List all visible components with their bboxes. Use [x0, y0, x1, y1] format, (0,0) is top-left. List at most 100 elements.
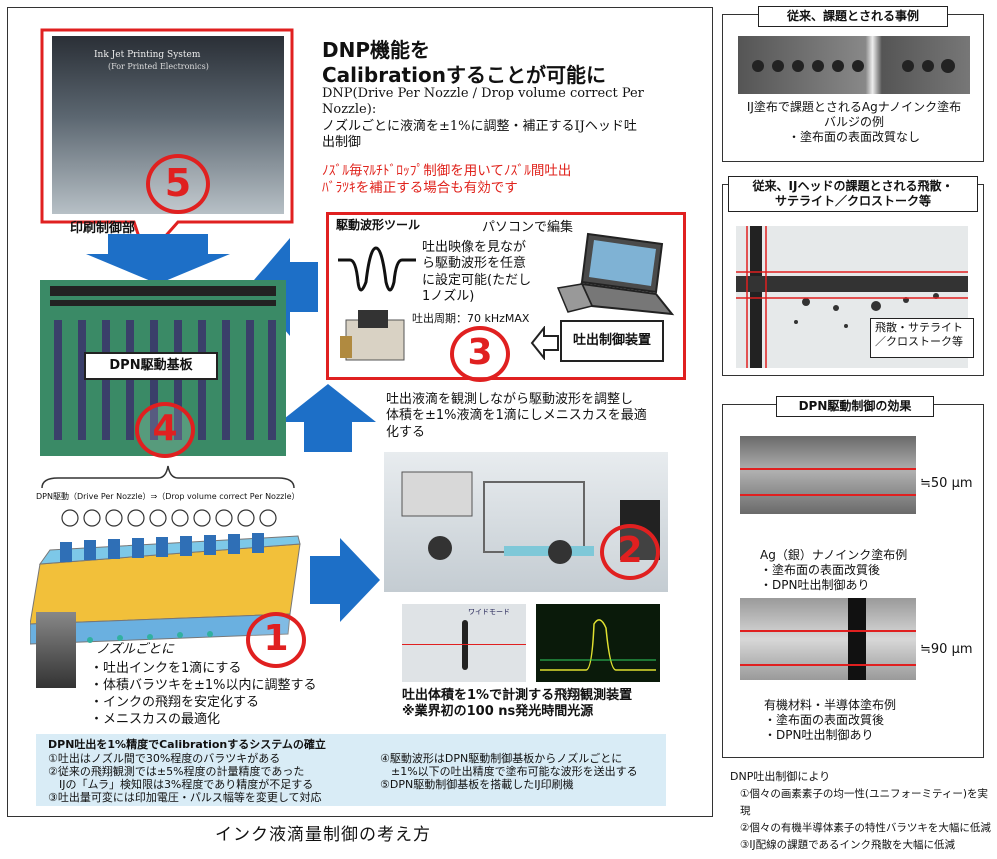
step2-badge: 2: [600, 524, 660, 580]
figure-caption: インク液滴量制御の考え方: [215, 825, 431, 845]
system-box-right: ④駆動波形はDPN駆動制御基板からノズルごとに ±1%以下の吐出精度で塗布可能な…: [380, 752, 638, 791]
nozzle-intro: ノズルごとに: [96, 642, 175, 657]
ejection-frequency: 吐出周期：70 kHzMAX: [412, 312, 530, 325]
right1-caption: IJ塗布で課題とされるAgナノインク塗布 バルジの例 ・塗布面の表面改質なし: [740, 100, 968, 145]
waveform-desc: 吐出映像を見なが ら駆動波形を任意 に設定可能(ただし 1ノズル): [422, 240, 531, 305]
system-right-item: ±1%以下の吐出精度で塗布可能な波形を送出する: [380, 765, 638, 778]
waveform-desc-3: に設定可能(ただし: [422, 272, 532, 288]
right2-heading-1: 従来、IJヘッドの課題とされる飛散・: [752, 179, 954, 193]
arrow-down-to-board: [86, 234, 230, 284]
satellite-label-1: 飛散・サテライト: [875, 321, 963, 334]
droplet-photo: [36, 612, 76, 688]
observation-line-1: 吐出液滴を観測しながら駆動波形を調整し: [386, 392, 634, 407]
right1-caption-3: ・塗布面の表面改質なし: [787, 130, 920, 144]
right3-cap1-3: ・DPN吐出制御あり: [760, 578, 870, 592]
driver-board-photo: [340, 310, 405, 361]
right3-cap1-2: ・塗布面の表面改質後: [760, 563, 881, 577]
waveform-desc-4: 1ノズル): [422, 288, 475, 304]
right3-cap1-1: Ag（銀）ナノインク塗布例: [760, 548, 908, 562]
dpn-drive-label: DPN駆動（Drive Per Nozzle）⇒（Drop volume cor…: [36, 492, 300, 501]
printhead-diagram: [30, 509, 301, 645]
measurement-caption-1: 吐出体積を1%で計測する飛翔観測装置: [402, 688, 633, 703]
bulge-photo: [738, 36, 970, 94]
dnp-desc-line-1: ノズルごとに液滴を±1%に調整・補正するIJヘッド吐: [322, 118, 637, 134]
step3-waveform-box: [326, 212, 686, 380]
observation-line-2: 体積を±1%液滴を1滴にしメニスカスを最適: [386, 408, 647, 424]
ejection-controller-box: 吐出制御装置: [560, 320, 664, 362]
arrow-left-outline-icon: [530, 326, 559, 360]
pc-edit-label: パソコンで編集: [482, 220, 574, 235]
red-note-line-1: ﾉｽﾞﾙ毎ﾏﾙﾁﾄﾞﾛｯﾌﾟ制御を用いてﾉｽﾞﾙ間吐出: [322, 163, 572, 179]
ag-line-bottom: [740, 494, 916, 496]
nozzle-item: ・インクの飛翔を安定化する: [90, 695, 260, 710]
satellite-label-2: ／クロストーク等: [875, 335, 963, 349]
right1-caption-2: バルジの例: [823, 115, 884, 129]
ag-ink-line-photo: [740, 436, 916, 514]
red-note: ﾉｽﾞﾙ毎ﾏﾙﾁﾄﾞﾛｯﾌﾟ制御を用いてﾉｽﾞﾙ間吐出 ﾊﾞﾗﾂｷを補正する場合…: [322, 163, 571, 197]
measure-line: [402, 644, 526, 645]
step4-badge: 4: [135, 402, 195, 458]
brace-icon: [41, 465, 295, 489]
summary-item: ③IJ配線の課題であるインク飛散を大幅に低減: [740, 839, 956, 851]
right3-cap2-2: ・塗布面の表面改質後: [764, 713, 885, 727]
red-note-line-2: ﾊﾞﾗﾂｷを補正する場合も有効です: [322, 179, 518, 196]
right3-cap2-3: ・DPN吐出制御あり: [764, 728, 874, 742]
system-left-item: ①吐出はノズル間で30%程度のバラツキがある: [48, 752, 281, 765]
waveform-tool-title: 駆動波形ツール: [336, 218, 421, 232]
nozzle-list: ・吐出インクを1滴にする ・体積バラツキを±1%以内に調整する ・インクの飛翔を…: [90, 660, 317, 728]
system-summary-box: [36, 734, 666, 806]
organic-line-width: ≒90 μm: [920, 642, 973, 657]
dnp-def-line-1: DNP(Drive Per Nozzle / Drop volume corre…: [322, 86, 644, 101]
system-box-left: ①吐出はノズル間で30%程度のバラツキがある ②従来の飛翔観測では±5%程度の計…: [48, 752, 322, 804]
step3-badge: 3: [450, 326, 510, 382]
title-line-2: Calibrationすることが可能に: [322, 63, 606, 87]
bulge-drops: [752, 59, 955, 73]
nozzle-item: ・メニスカスの最適化: [90, 712, 221, 727]
right3-caption-1: Ag（銀）ナノインク塗布例 ・塗布面の表面改質後 ・DPN吐出制御あり: [760, 548, 907, 593]
main-title: DNP機能を Calibrationすることが可能に: [322, 38, 606, 88]
nozzle-item: ・吐出インクを1滴にする: [90, 661, 242, 676]
dnp-desc-line-2: 出制御: [322, 134, 362, 150]
system-left-item: ③吐出量可変には印加電圧・パルス幅等を変更して対応: [48, 791, 322, 804]
organic-line-photo: [740, 598, 916, 680]
organic-line-top: [740, 630, 916, 632]
droplet-shape: [462, 620, 468, 670]
waveform-icon: [338, 246, 416, 292]
main-diagram-frame: [7, 7, 713, 817]
right3-caption-2: 有機材料・半導体塗布例 ・塗布面の表面改質後 ・DPN吐出制御あり: [764, 698, 896, 743]
observation-line-3: 化する: [386, 424, 426, 440]
summary-list: ①個々の画素素子の均一性(ユニフォーミティー)を実現 ②個々の有機半導体素子の特…: [740, 786, 997, 854]
ag-line-width: ≒50 μm: [920, 476, 973, 491]
dpn-board-label: DPN駆動基板: [84, 352, 218, 380]
dnp-def-line-2: Nozzle):: [322, 102, 377, 118]
summary-title: DNP吐出制御により: [730, 770, 831, 783]
right3-cap2-1: 有機材料・半導体塗布例: [764, 698, 897, 712]
waveform-scope-screen: [536, 604, 660, 682]
laptop-icon: [556, 232, 675, 316]
system-right-item: ⑤DPN駆動制御基板を搭載したIJ印刷機: [380, 778, 574, 791]
organic-line-bottom: [740, 664, 916, 666]
right2-heading: 従来、IJヘッドの課題とされる飛散・ サテライト／クロストーク等: [728, 176, 978, 212]
right1-heading: 従来、課題とされる事例: [758, 6, 948, 27]
measurement-caption-2: ※業界初の100 ns発光時間光源: [402, 704, 594, 720]
nozzle-item: ・体積バラツキを±1%以内に調整する: [90, 678, 317, 693]
arrow-right-to-measurement: [310, 538, 380, 622]
title-line-1: DNP機能を: [322, 38, 430, 62]
dnp-definition: DNP(Drive Per Nozzle / Drop volume corre…: [322, 86, 644, 151]
waveform-desc-2: ら駆動波形を任意: [422, 256, 527, 272]
observation-text: 吐出液滴を観測しながら駆動波形を調整し 体積を±1%液滴を1滴にしメニスカスを最…: [386, 392, 647, 441]
system-box-title: DPN吐出を1%精度でCalibrationするシステムの確立: [48, 738, 326, 751]
step1-badge: 1: [246, 612, 306, 668]
system-left-item: ②従来の飛翔観測では±5%程度の計量精度であった: [48, 765, 305, 778]
system-left-item: IJの「ムラ」検知限は3%程度であり精度が不足する: [48, 778, 314, 791]
organic-line-bar: [848, 598, 866, 680]
printer-photo-text-1: Ink Jet Printing System: [94, 50, 201, 60]
scope-trace: [540, 619, 656, 671]
step5-label: 印刷制御部: [70, 221, 136, 236]
arrow-up-to-step3: [280, 384, 376, 452]
screen-mode-label: ワイドモード: [468, 608, 510, 616]
measurement-caption: 吐出体積を1%で計測する飛翔観測装置 ※業界初の100 ns発光時間光源: [402, 688, 632, 721]
satellite-drawing: [736, 226, 968, 368]
printer-photo-text-2: (For Printed Electronics): [108, 62, 209, 71]
right3-heading: DPN駆動制御の効果: [776, 396, 934, 417]
